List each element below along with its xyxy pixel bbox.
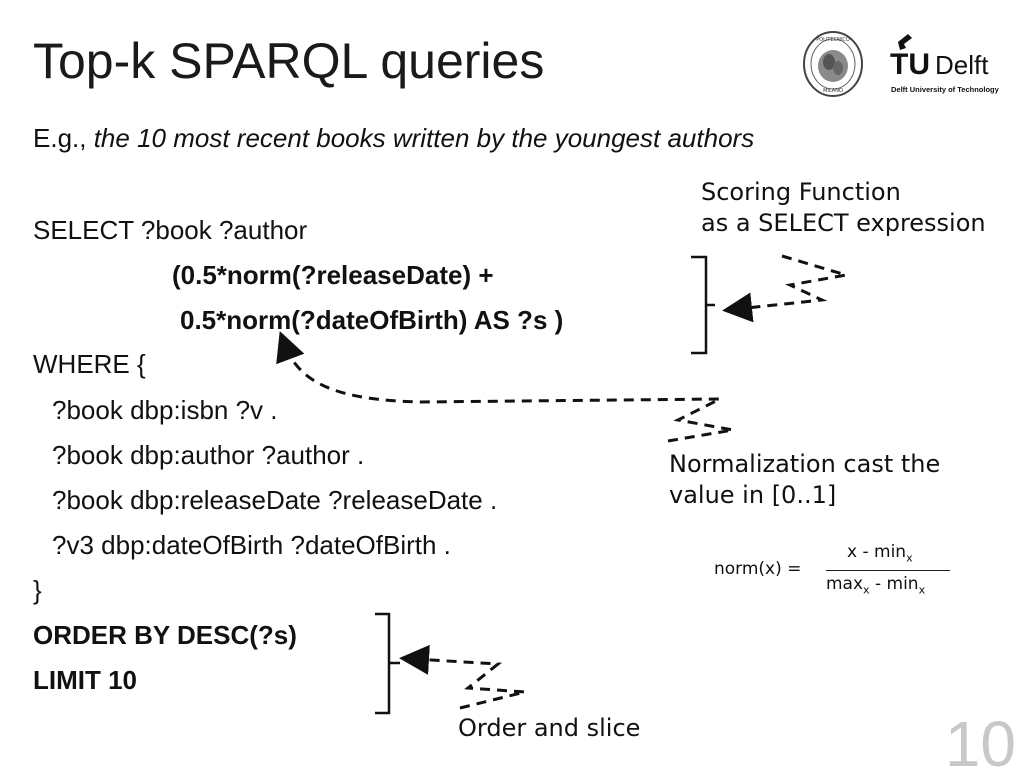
query-order-by: ORDER BY DESC(?s) (33, 620, 297, 650)
normalization-note-line-2: value in [0..1] (669, 481, 837, 510)
normalization-note: Normalization cast the value in [0..1] (669, 449, 940, 511)
scoring-brace (691, 255, 715, 355)
tudelft-delft: Delft (935, 50, 989, 80)
scoring-note-line-2: as a SELECT expression (701, 209, 986, 238)
norm-formula: norm(x) = x - minx maxx - minx (714, 540, 954, 602)
tudelft-caption: Delft University of Technology (891, 85, 1000, 94)
page-number: 10 (944, 708, 1016, 780)
tudelft-tu: TU (890, 48, 930, 81)
slide-subtitle: E.g., the 10 most recent books written b… (33, 124, 754, 153)
query-triple-1: ?book dbp:isbn ?v . (52, 395, 278, 425)
politecnico-logo: POLITECNICO MILANO (802, 30, 864, 98)
tudelft-logo: TU Delft Delft University of Technology (886, 28, 1006, 98)
query-triple-2: ?book dbp:author ?author . (52, 440, 365, 470)
query-limit: LIMIT 10 (33, 665, 138, 695)
norm-formula-denominator: maxx - minx (826, 574, 926, 597)
normalization-note-line-1: Normalization cast the (669, 450, 941, 478)
norm-formula-bar (826, 570, 950, 571)
slide-title: Top-k SPARQL queries (33, 33, 545, 89)
query-where-close: } (33, 575, 42, 605)
query-select: SELECT ?book ?author (33, 215, 308, 245)
norm-formula-numerator: x - minx (847, 542, 913, 565)
norm-formula-lhs: norm(x) = (714, 559, 802, 579)
scoring-function-note: Scoring Function as a SELECT expression (701, 177, 986, 239)
order-brace (375, 612, 400, 715)
polimi-seal-top: POLITECNICO (816, 37, 850, 43)
order-arrow (399, 644, 526, 710)
normalization-arrow (276, 330, 734, 443)
scoring-note-line-1: Scoring Function (701, 178, 901, 206)
subtitle-example: the 10 most recent books written by the … (93, 123, 755, 153)
polimi-seal-bottom: MILANO (823, 88, 843, 94)
scoring-arrow (722, 254, 847, 323)
query-triple-4: ?v3 dbp:dateOfBirth ?dateOfBirth . (52, 530, 451, 560)
order-slice-note: Order and slice (458, 714, 641, 742)
query-score-line-1: (0.5*norm(?releaseDate) + (172, 260, 494, 290)
query-triple-3: ?book dbp:releaseDate ?releaseDate . (52, 485, 498, 515)
query-score-line-2: 0.5*norm(?dateOfBirth) AS ?s ) (180, 305, 564, 335)
query-where-open: WHERE { (33, 349, 146, 379)
subtitle-prefix: E.g., (33, 123, 94, 153)
